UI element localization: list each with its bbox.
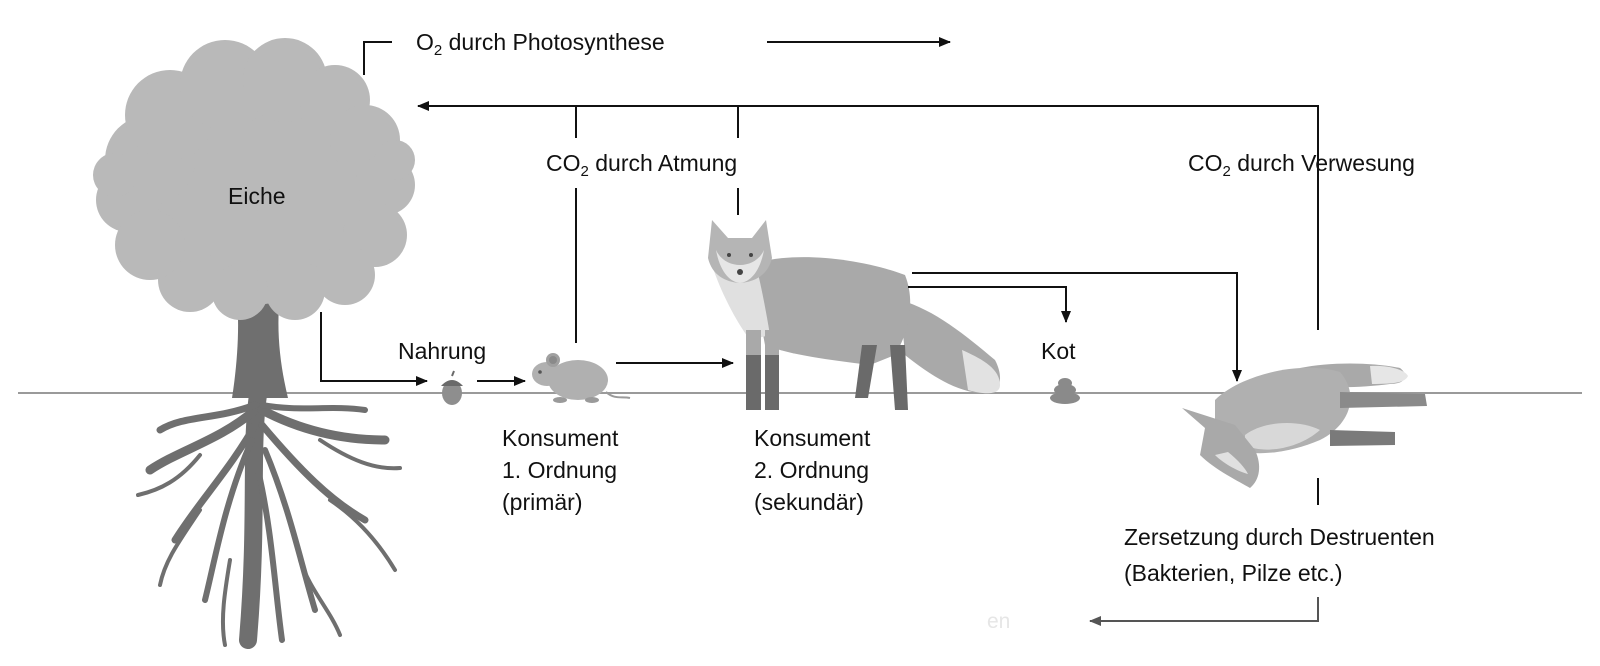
- mouse-icon: [532, 353, 631, 403]
- feces-label: Kot: [1041, 338, 1076, 364]
- tree-roots-icon: [136, 386, 402, 649]
- fox-standing-icon: [708, 220, 1001, 410]
- co2-breath-label: CO2 durch Atmung: [546, 147, 737, 188]
- consumer2-line-3: (sekundär): [754, 489, 864, 515]
- decomposers-line-1: Zersetzung durch Destruenten: [1124, 524, 1435, 550]
- faint-text: en: [987, 610, 1011, 633]
- fox-dead-icon: [1182, 363, 1427, 488]
- tree-crown-icon: [93, 38, 415, 320]
- acorn-icon: [441, 370, 463, 405]
- consumer1-line-2: 1. Ordnung: [502, 457, 618, 483]
- o2-symbol: O: [416, 29, 434, 55]
- decomposers-return-arrow: [1089, 597, 1319, 626]
- fox-to-feces-arrow: [908, 286, 1071, 323]
- consumer1-label: Konsument 1. Ordnung (primär): [502, 422, 618, 518]
- feces-icon: [1050, 378, 1080, 404]
- decomposers-line-2: (Bakterien, Pilze etc.): [1124, 560, 1343, 586]
- tree-to-acorn-arrow: [320, 312, 428, 386]
- o2-text: durch Photosynthese: [448, 29, 665, 55]
- co2-decay-label: CO2 durch Verwesung: [1188, 147, 1415, 188]
- o2-subscript: 2: [433, 42, 443, 59]
- oak-tree-icon: [93, 38, 415, 649]
- tree-trunk-icon: [185, 255, 325, 398]
- tree-label: Eiche: [228, 183, 286, 209]
- consumer2-line-1: Konsument: [754, 425, 871, 451]
- o2-label: O2 durch Photosynthese: [416, 26, 665, 67]
- consumer2-label: Konsument 2. Ordnung (sekundär): [754, 422, 870, 518]
- fox-to-dead-arrow: [912, 272, 1242, 382]
- consumer1-line-3: (primär): [502, 489, 583, 515]
- co2-return-arrow: [417, 101, 1319, 330]
- co2-decay-text: durch Verwesung: [1237, 150, 1415, 176]
- co2-breath-symbol: CO: [546, 150, 581, 176]
- consumer1-line-1: Konsument: [502, 425, 619, 451]
- co2-breath-subscript: 2: [580, 163, 589, 180]
- o2-bracket-line: [363, 41, 392, 75]
- co2-breath-text: durch Atmung: [595, 150, 738, 176]
- flow-lines: [320, 37, 1319, 626]
- consumer2-line-2: 2. Ordnung: [754, 457, 870, 483]
- decomposers-label: Zersetzung durch Destruenten (Bakterien,…: [1124, 519, 1435, 591]
- food-label: Nahrung: [398, 338, 487, 364]
- co2-decay-symbol: CO: [1188, 150, 1223, 176]
- co2-decay-subscript: 2: [1222, 163, 1231, 180]
